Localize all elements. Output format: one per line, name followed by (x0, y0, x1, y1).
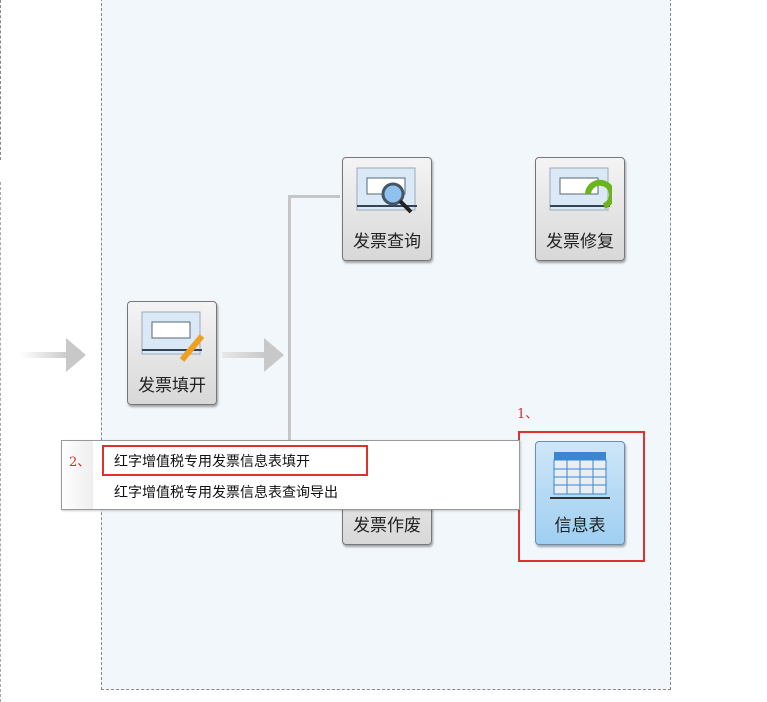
highlight-box-step2 (102, 445, 368, 476)
table-icon (550, 452, 610, 499)
pencil-invoice-icon (141, 311, 204, 362)
button-label: 发票填开 (138, 376, 206, 396)
arrow-in-head (66, 338, 86, 372)
menu-item-query-export-red-info[interactable]: 红字增值税专用发票信息表查询导出 (114, 485, 338, 501)
invoice-repair-button[interactable]: 发票修复 (535, 157, 625, 261)
arrow-out-line (222, 352, 266, 358)
button-label: 发票修复 (546, 232, 614, 252)
button-label: 发票作废 (353, 516, 421, 536)
menu-gutter (62, 441, 93, 509)
step2-label: 2、 (69, 455, 91, 470)
button-label: 信息表 (554, 516, 606, 536)
refresh-invoice-icon (549, 167, 612, 211)
info-table-button[interactable]: 信息表 (535, 441, 625, 545)
highlight-box-step1 (518, 431, 645, 562)
menu-item-fill-red-info[interactable]: 红字增值税专用发票信息表填开 (114, 454, 310, 470)
magnifier-invoice-icon (356, 167, 417, 214)
outer-border (0, 182, 1, 702)
arrow-in-line (20, 352, 70, 358)
outer-border (0, 0, 1, 160)
invoice-issue-button[interactable]: 发票填开 (127, 301, 217, 405)
step1-label: 1、 (517, 407, 539, 422)
arrow-out-head (264, 338, 284, 372)
invoice-query-button[interactable]: 发票查询 (342, 157, 432, 261)
context-menu: 2、 红字增值税专用发票信息表填开 红字增值税专用发票信息表查询导出 (61, 440, 520, 510)
connector-horizontal (288, 195, 340, 198)
button-label: 发票查询 (353, 232, 421, 252)
connector-vertical (288, 195, 291, 445)
